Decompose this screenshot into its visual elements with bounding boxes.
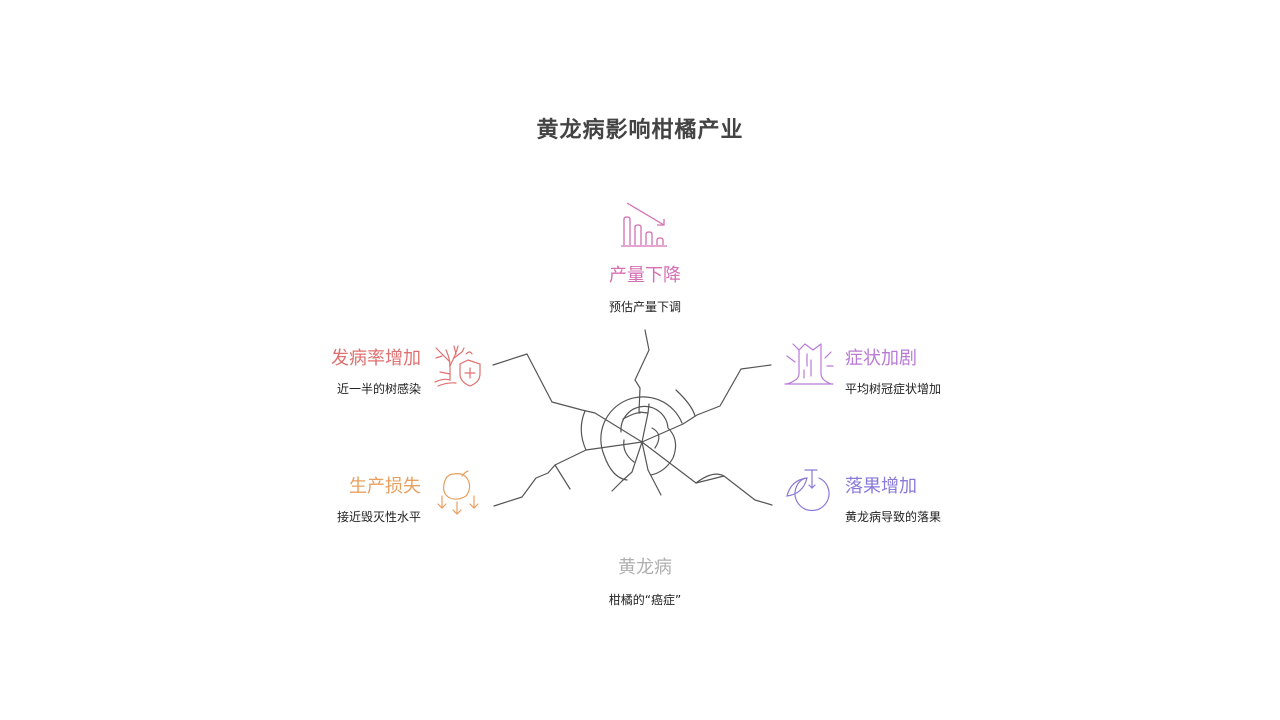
subtitle-fruit-drop-increase: 黄龙病导致的落果 <box>845 510 942 524</box>
heading-yield-decline: 产量下降 <box>609 265 681 286</box>
subtitle-yield-decline: 预估产量下调 <box>608 300 681 314</box>
heading-incidence-increase: 发病率增加 <box>331 348 421 369</box>
heading-symptoms-worsen: 症状加剧 <box>845 348 917 369</box>
subtitle-symptoms-worsen: 平均树冠症状增加 <box>845 382 942 396</box>
subtitle-incidence-increase: 近一半的树感染 <box>336 382 421 396</box>
subtitle-production-loss: 接近毁灭性水平 <box>336 510 421 524</box>
page-title: 黄龙病影响柑橘产业 <box>536 117 744 143</box>
subtitle-citrus-cancer: 柑橘的“癌症” <box>608 593 682 607</box>
heading-production-loss: 生产损失 <box>349 476 421 497</box>
fruit-drop-icon <box>786 469 830 512</box>
bar-chart-decline-icon <box>621 202 667 247</box>
falling-fruit-icon <box>437 470 479 515</box>
heading-fruit-drop-increase: 落果增加 <box>845 476 917 497</box>
tree-stump-icon <box>784 343 834 385</box>
heading-huanglongbing: 黄龙病 <box>618 557 672 578</box>
tree-shield-icon <box>434 345 481 387</box>
